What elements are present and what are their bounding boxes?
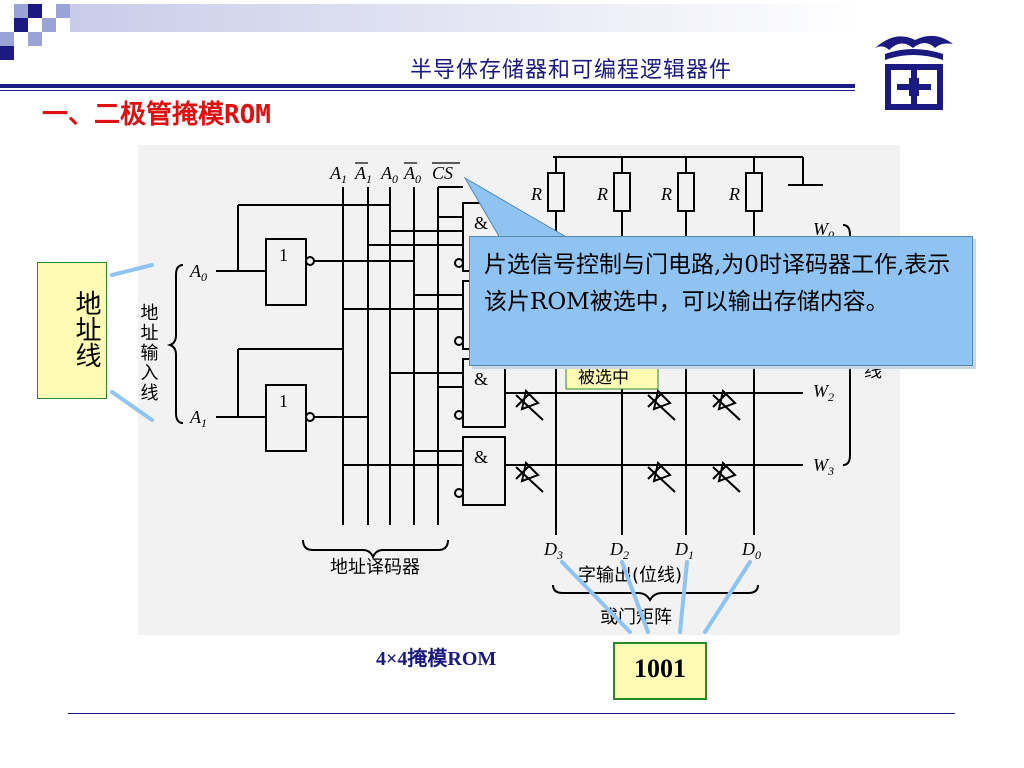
signal-CS: CS (432, 163, 453, 183)
input-A1-label: A1 (189, 407, 207, 430)
output-label: 字输出(位线) (578, 565, 682, 586)
footer-rule (68, 713, 955, 714)
input-A0-label: A0 (189, 261, 207, 284)
word-line-W3: W3 (813, 455, 834, 478)
resistor-label-4: R (728, 184, 740, 204)
decoder-label: 地址译码器 (330, 557, 420, 578)
resistor-label-2: R (596, 184, 608, 204)
data-out-D1: D1 (674, 539, 694, 562)
signal-A1-bar: A1 (354, 163, 372, 186)
not-gate-label-2: 1 (279, 391, 288, 411)
and-gate-label-4: & (474, 447, 488, 467)
word-line-W0: W0 (813, 219, 834, 242)
slide-header-title: 半导体存储器和可编程逻辑器件 (410, 58, 733, 83)
signal-A0: A0 (380, 163, 398, 186)
data-out-D0: D0 (741, 539, 761, 562)
address-input-label: 地址输入线 (138, 303, 159, 403)
chip-select-tooltip: 片选信号控制与门电路,为0时译码器工作,表示该片ROM被选中，可以输出存储内容。 (469, 236, 973, 366)
address-lines-text: 地址线 (71, 290, 101, 368)
word-line-W2: W2 (813, 381, 834, 404)
header-rule (0, 84, 855, 88)
section-title: 一、二极管掩模ROM (42, 100, 271, 130)
diagram-caption: 4×4掩模ROM (376, 648, 497, 670)
and-gate-label-1: & (474, 213, 488, 233)
output-value-text: 1001 (634, 654, 686, 683)
and-gate-label-3: & (474, 369, 488, 389)
word-line-group-label: 线 (864, 361, 882, 382)
not-gate-label-1: 1 (279, 245, 288, 265)
signal-A1: A1 (329, 163, 347, 186)
output-value-callout: 1001 (613, 642, 707, 700)
signal-A0-bar: A0 (403, 163, 421, 186)
header-rule-thin (0, 90, 855, 91)
rom-circuit-diagram: A1 A1 A0 A0 CS A0 A1 W0 W2 W3 D3 D2 D1 D… (138, 145, 900, 635)
data-out-D3: D3 (543, 539, 563, 562)
resistor-label-1: R (530, 184, 542, 204)
chip-select-tooltip-text: 片选信号控制与门电路,为0时译码器工作,表示该片ROM被选中，可以输出存储内容。 (484, 252, 951, 315)
resistor-label-3: R (660, 184, 672, 204)
university-logo (875, 35, 953, 110)
matrix-label: 或门矩阵 (600, 607, 672, 628)
data-out-D2: D2 (609, 539, 629, 562)
partial-selected-label: 被选中 (578, 368, 629, 388)
address-lines-callout: 地址线 (37, 262, 107, 399)
